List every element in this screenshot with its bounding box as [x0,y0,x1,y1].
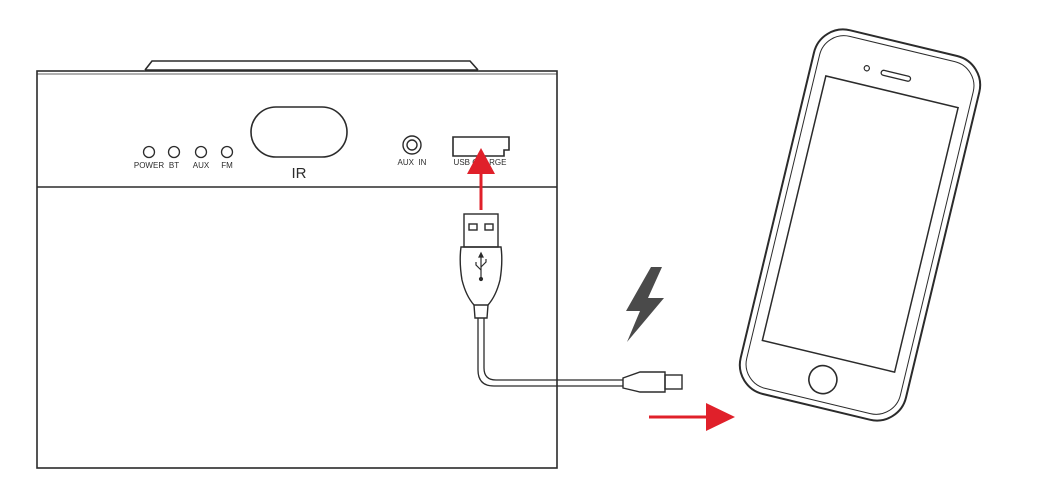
micro-usb-plug [622,371,683,393]
aux-in-label: AUX IN [398,158,427,167]
ir-label: IR [292,165,307,182]
speaker-top-handle [144,60,479,71]
speaker-body [36,70,558,469]
phone-speaker-slot [880,69,912,82]
insert-arrow [467,148,495,210]
direction-arrow [649,403,735,431]
led-fm-label: FM [221,161,233,170]
usb-charge-port [452,136,510,157]
usb-a-plug [459,213,503,319]
led-bt [167,145,181,159]
usb-symbol-icon [475,251,487,282]
aux-in-jack [402,135,422,155]
home-button-icon [808,364,838,395]
led-fm [220,145,234,159]
usb-cable-wire [477,318,623,387]
led-group [142,145,234,159]
speaker [36,60,558,469]
led-power [142,145,156,159]
led-aux [194,145,208,159]
smartphone [738,28,982,422]
led-bt-label: BT [169,161,179,170]
ir-window [250,106,348,158]
phone-screen [761,75,960,374]
lightning-bolt-icon [626,267,664,342]
led-aux-label: AUX [193,161,210,170]
phone-camera [863,65,870,72]
phone-body [738,28,982,422]
led-power-label: POWER [134,161,164,170]
